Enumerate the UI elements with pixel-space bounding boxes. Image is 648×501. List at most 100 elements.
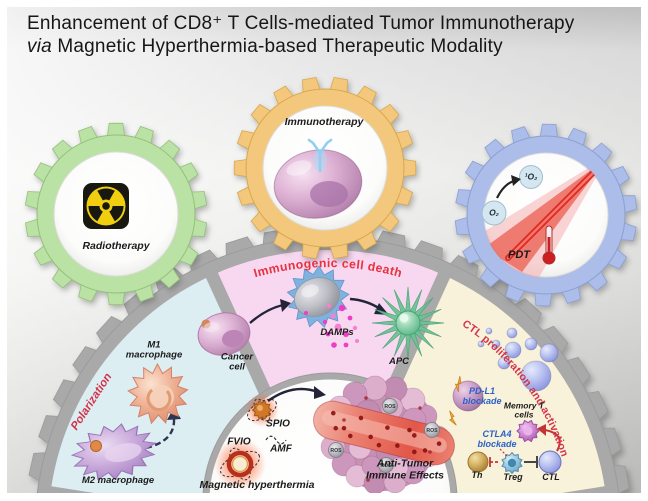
ctl-wedge-content bbox=[449, 327, 562, 475]
heated-dot bbox=[412, 449, 417, 455]
t-cell bbox=[524, 337, 538, 351]
blockade-zap-icon bbox=[454, 376, 462, 393]
figure-title: Enhancement of CD8⁺ T Cells-mediated Tum… bbox=[27, 12, 575, 58]
t-cell bbox=[485, 327, 493, 335]
trefoil-blade bbox=[97, 188, 115, 201]
ros-sphere-label: ROS bbox=[426, 428, 438, 434]
radiotherapy-label: Radiotherapy bbox=[82, 240, 150, 253]
apc-cell bbox=[371, 286, 445, 360]
heated-dot bbox=[385, 425, 390, 430]
arrowhead bbox=[374, 303, 389, 315]
damps-label: DAMPs bbox=[320, 326, 354, 338]
t-cell bbox=[520, 360, 552, 392]
spio-label: SPIO bbox=[266, 418, 290, 430]
t-cell bbox=[506, 327, 518, 339]
m2-macrophage-cell bbox=[70, 423, 157, 481]
ros-sphere-label: ROS bbox=[380, 463, 392, 469]
m2-macrophage-label: M2 macrophage bbox=[81, 474, 155, 486]
cancer-to-dying-arrow bbox=[249, 303, 284, 324]
ros-sphere bbox=[378, 457, 394, 473]
ros-labels: ROS ROS ROS ROS bbox=[330, 404, 438, 469]
th-cell bbox=[467, 451, 489, 473]
tumor-lobe bbox=[342, 381, 368, 407]
thermometer-icon bbox=[542, 225, 556, 265]
ctl-cell bbox=[538, 450, 562, 474]
heated-dot bbox=[341, 425, 347, 431]
t-cell bbox=[504, 341, 522, 359]
amf-label: AMF bbox=[270, 443, 292, 455]
arrowhead bbox=[314, 386, 326, 399]
ctl-cell-label: CTL bbox=[542, 472, 560, 483]
singlet-oxygen-label: ¹O₂ bbox=[524, 171, 538, 182]
figure-graphics bbox=[24, 76, 638, 493]
ros-sphere bbox=[382, 398, 398, 414]
cancer-cell bbox=[197, 312, 251, 356]
icd-wedge-content bbox=[197, 265, 445, 360]
heated-dot bbox=[347, 433, 353, 439]
ctla4-blockade-label: CTLA4 blockade bbox=[477, 429, 517, 449]
apc-label: APC bbox=[388, 355, 410, 367]
ctla4-to-treg-link bbox=[499, 448, 508, 457]
gear-immunotherapy bbox=[233, 76, 417, 260]
treg-cell-label: Treg bbox=[503, 472, 523, 483]
tumor-cell-purple bbox=[452, 380, 484, 412]
arrowhead bbox=[280, 299, 291, 312]
anti-tumor-effects-label: Anti-Tumor Immune Effects bbox=[366, 457, 444, 481]
m2-nucleolus bbox=[90, 440, 102, 452]
memory-t-cell bbox=[516, 419, 540, 443]
immunotherapy-label: Immunotherapy bbox=[284, 116, 364, 129]
ros-sphere bbox=[328, 442, 344, 458]
tumor-mass bbox=[313, 375, 455, 493]
ctl-to-memory-arrow bbox=[544, 429, 561, 452]
gear-radiotherapy bbox=[24, 122, 208, 306]
blockade-zap-icon bbox=[449, 410, 457, 426]
t-cell bbox=[497, 356, 511, 370]
hyperthermia-hot-band bbox=[313, 400, 455, 466]
gear-pdt bbox=[454, 123, 638, 307]
memory-t-cells-label: Memory T cells bbox=[503, 400, 545, 420]
heated-dot bbox=[412, 433, 417, 438]
fvio-label: FVIO bbox=[227, 436, 251, 448]
gear-teeth bbox=[233, 76, 417, 260]
cancer-cell-label: Cancer cell bbox=[220, 351, 254, 373]
title-via-word: via bbox=[27, 36, 52, 58]
heated-dot bbox=[395, 443, 400, 448]
heated-dot bbox=[330, 410, 336, 416]
m1-macrophage-label: M1 macrophage bbox=[125, 339, 183, 361]
singlet-oxygen-circle bbox=[519, 165, 543, 189]
heated-dot bbox=[368, 434, 373, 440]
immunotherapy-cell bbox=[273, 149, 363, 219]
spio-to-tumor-arrow bbox=[267, 387, 319, 402]
trefoil-blade bbox=[109, 206, 124, 222]
ros-sphere-label: ROS bbox=[330, 448, 342, 454]
damps-dots bbox=[304, 303, 359, 348]
arrowhead bbox=[537, 424, 546, 436]
t-cell bbox=[477, 340, 485, 348]
gear-teeth bbox=[24, 122, 208, 306]
ros-sphere-label: ROS bbox=[384, 404, 396, 410]
heated-dot bbox=[358, 415, 364, 421]
figure-title-line1: Enhancement of CD8⁺ T Cells-mediated Tum… bbox=[27, 13, 575, 34]
polarization-wedge-content bbox=[70, 362, 189, 481]
title-line2-rest: Magnetic Hyperthermia-based Therapeutic … bbox=[51, 36, 503, 58]
arrowhead bbox=[511, 175, 521, 186]
pdt-label: PDT bbox=[508, 248, 530, 261]
oxygen-label: O₂ bbox=[489, 207, 499, 218]
heated-dot bbox=[376, 442, 382, 448]
amf-wave-line bbox=[265, 435, 287, 445]
pdt-inner-scene bbox=[483, 156, 608, 278]
heated-dot bbox=[333, 425, 339, 431]
figure-title-line2: via Magnetic Hyperthermia-based Therapeu… bbox=[27, 35, 575, 58]
ros-sphere bbox=[424, 422, 440, 438]
pdl1-blockade-label: PD-L1 blockade bbox=[462, 386, 502, 406]
th-cell-label: Th bbox=[471, 470, 483, 481]
oxygen-circle bbox=[481, 200, 507, 226]
heated-dot bbox=[422, 448, 428, 453]
t-cell bbox=[491, 339, 501, 349]
heated-dot bbox=[407, 427, 412, 433]
trefoil-blade bbox=[88, 206, 103, 222]
antibody-icon bbox=[307, 138, 333, 173]
radiation-hazard-icon bbox=[83, 183, 129, 229]
